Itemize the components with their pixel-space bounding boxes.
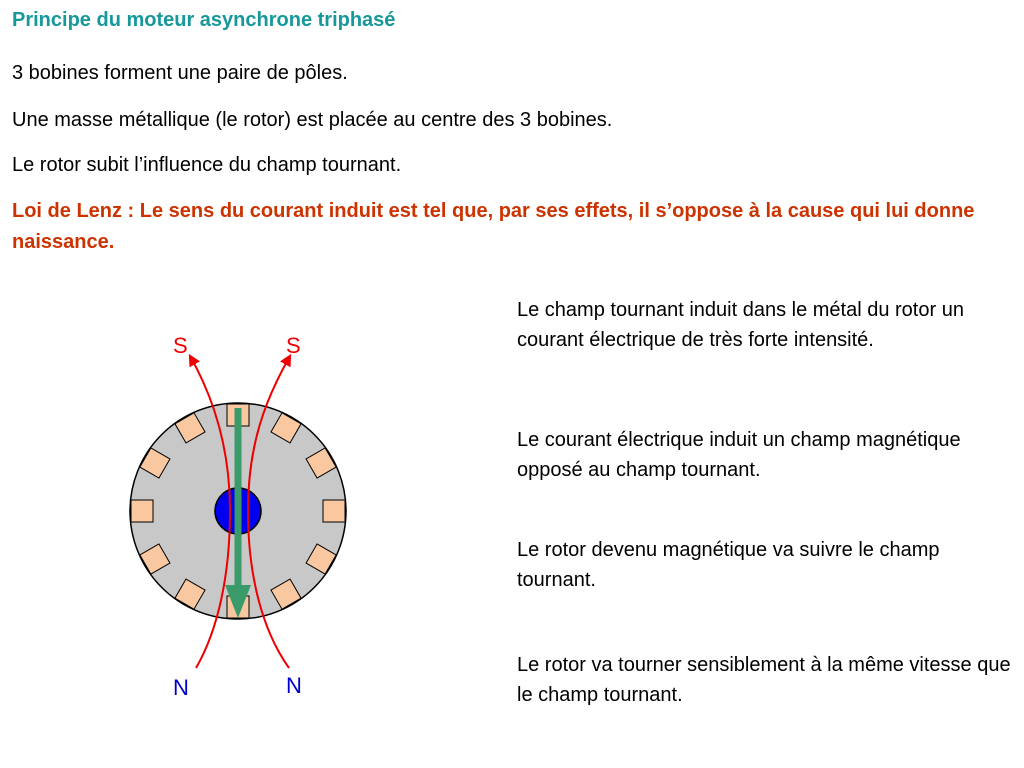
stator-coil: [174, 578, 206, 610]
stator-coil: [305, 543, 337, 575]
stator-coil: [270, 578, 302, 610]
stator-coil: [270, 412, 302, 444]
stator-coil: [139, 447, 171, 479]
field-line-left: [188, 353, 232, 669]
pole-label-n-left: N: [173, 675, 189, 700]
stator-coil: [130, 499, 154, 523]
stator-coil: [322, 499, 346, 523]
paragraph-influence: Le rotor subit l’influence du champ tour…: [12, 154, 402, 176]
pole-label-n-right: N: [286, 673, 302, 698]
page-title: Principe du moteur asynchrone triphasé: [12, 9, 396, 31]
pole-label-s-left: S: [173, 333, 188, 358]
right-text-opposite-field: Le courant électrique induit un champ ma…: [517, 429, 961, 481]
stator-coil: [174, 412, 206, 444]
paragraph-rotor: Une masse métallique (le rotor) est plac…: [12, 109, 613, 131]
lenz-law: Loi de Lenz : Le sens du courant induit …: [12, 200, 975, 253]
right-text-induced-current: Le champ tournant induit dans le métal d…: [517, 299, 964, 351]
pole-label-s-right: S: [286, 333, 301, 358]
rotating-field-arrow: [225, 408, 251, 618]
field-line-right: [246, 353, 292, 669]
stator-coil: [139, 543, 171, 575]
paragraph-coils: 3 bobines forment une paire de pôles.: [12, 62, 348, 84]
right-text-same-speed: Le rotor va tourner sensiblement à la mê…: [517, 654, 1011, 706]
stator-coil: [305, 447, 337, 479]
right-text-follow-field: Le rotor devenu magnétique va suivre le …: [517, 539, 940, 591]
